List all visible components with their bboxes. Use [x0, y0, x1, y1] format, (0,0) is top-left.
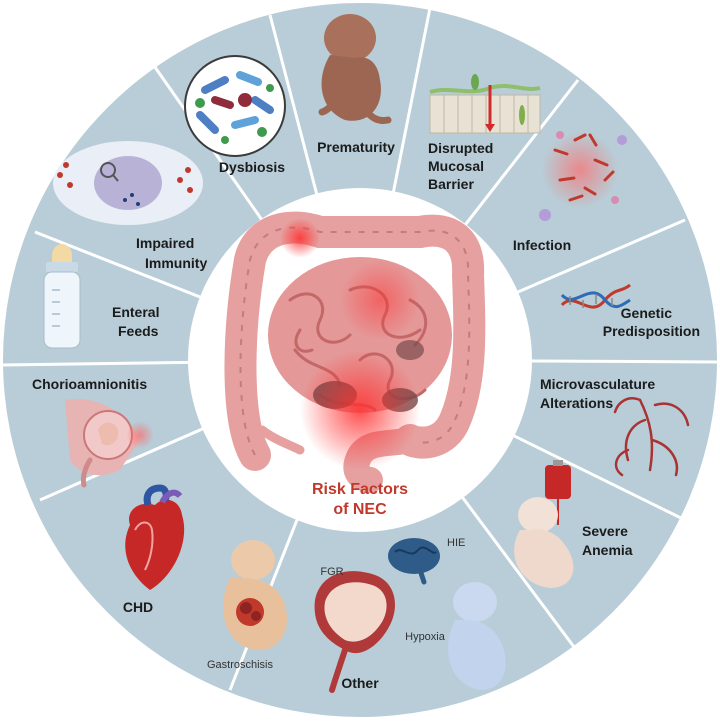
other-segment: HIE FGR Hypoxia Gastroschisis Other — [207, 537, 506, 693]
enteral-label-line2: Feeds — [118, 323, 159, 339]
mucosal-label-line1: Disrupted — [428, 140, 493, 156]
enteral-feeds-segment: Enteral Feeds — [43, 244, 159, 349]
brain-icon — [388, 538, 440, 585]
chorioamnionitis-segment: Chorioamnionitis — [32, 376, 154, 488]
gastroschisis-label: Gastroschisis — [207, 659, 274, 671]
dysbiosis-segment: Dysbiosis — [184, 55, 286, 175]
hie-label: HIE — [447, 537, 465, 549]
dysbiosis-label: Dysbiosis — [219, 159, 285, 175]
anemia-label-line1: Severe — [582, 523, 628, 539]
immune-cell-icon — [53, 141, 203, 225]
intestine-illustration — [224, 211, 486, 493]
center-title-line2: of NEC — [333, 501, 387, 518]
genetic-label-line2: Predisposition — [603, 323, 700, 339]
infection-segment: Infection — [513, 131, 627, 253]
immunity-label-line1: Impaired — [136, 235, 194, 251]
anemia-label-line2: Anemia — [582, 542, 633, 558]
chorio-label: Chorioamnionitis — [32, 376, 147, 392]
micro-label-line1: Microvasculature — [540, 376, 655, 392]
anemia-segment: Severe Anemia — [514, 460, 633, 588]
gastroschisis-infant-icon — [223, 540, 287, 651]
fetus-in-uterus-icon — [314, 571, 395, 693]
mucosal-label-line3: Barrier — [428, 176, 474, 192]
enteral-label-line1: Enteral — [112, 304, 159, 320]
chd-segment: CHD — [123, 484, 185, 615]
genetic-segment: Genetic Predisposition — [560, 283, 700, 339]
blood-transfusion-icon — [545, 460, 571, 525]
prematurity-label: Prematurity — [317, 139, 395, 155]
pathogen-cluster-icon — [539, 131, 627, 221]
microbiome-icon — [184, 55, 286, 157]
dna-icon — [560, 283, 631, 309]
mucosal-label-line2: Mucosal — [428, 158, 484, 174]
micro-label-line2: Alterations — [540, 395, 613, 411]
center-title-line1: Risk Factors — [312, 481, 408, 498]
blood-vessel-icon — [613, 397, 690, 477]
hypoxia-label: Hypoxia — [405, 631, 446, 643]
baby-bottle-icon — [43, 244, 81, 349]
chd-label: CHD — [123, 599, 153, 615]
fgr-label: FGR — [320, 566, 343, 578]
infection-label: Infection — [513, 237, 571, 253]
premature-infant-icon — [318, 14, 392, 124]
prematurity-segment: Prematurity — [317, 14, 395, 155]
cyanotic-infant-icon — [448, 582, 506, 690]
mucosal-barrier-segment: Disrupted Mucosal Barrier — [428, 74, 541, 192]
microvasculature-segment: Microvasculature Alterations — [540, 376, 690, 477]
other-label: Other — [341, 675, 379, 691]
immunity-segment: Impaired Immunity — [53, 141, 207, 271]
uterus-fetus-icon — [65, 399, 154, 488]
genetic-label-line1: Genetic — [621, 305, 673, 321]
epithelium-icon — [429, 74, 541, 134]
immunity-label-line2: Immunity — [145, 255, 207, 271]
infant-icon — [514, 497, 574, 588]
heart-icon — [125, 484, 185, 590]
